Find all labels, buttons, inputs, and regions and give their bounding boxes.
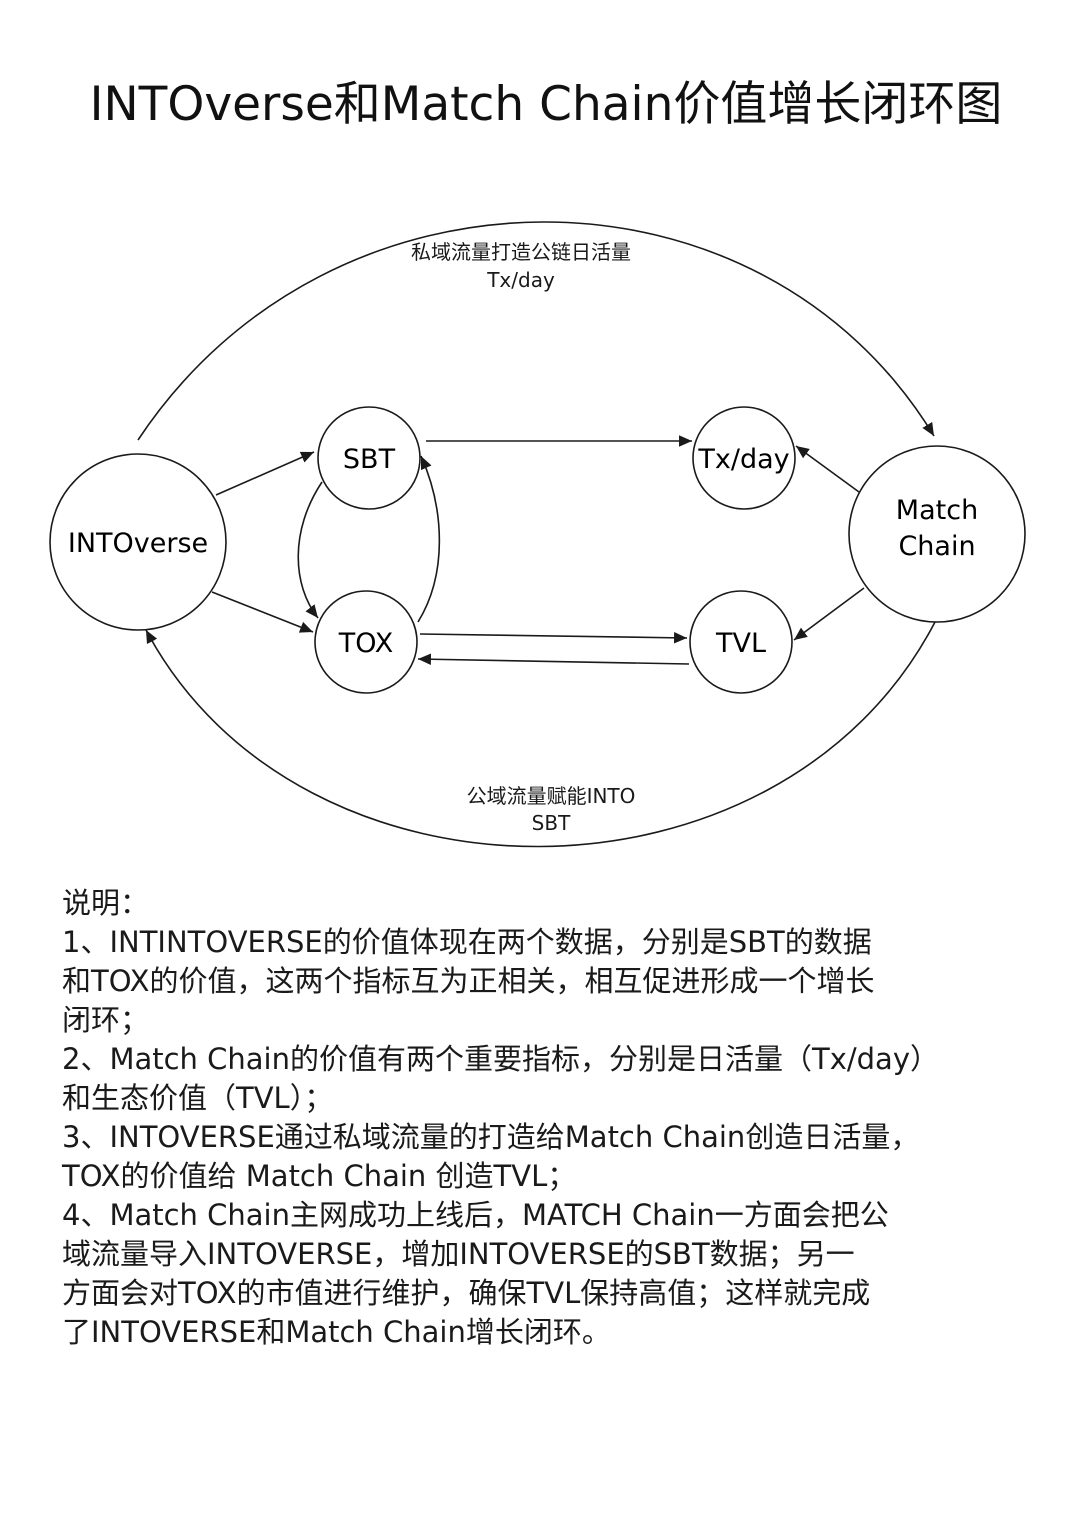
- note-1-line-1: 1、INTINTOVERSE的价值体现在两个数据，分别是SBT的数据: [62, 925, 872, 959]
- node-txday-label: Tx/day: [697, 444, 789, 475]
- node-tox: TOX: [314, 590, 418, 694]
- arrow-intoverse-to-sbt: [215, 451, 315, 496]
- diagram-title: INTOverse和Match Chain价值增长闭环图: [90, 77, 1003, 132]
- bottom-arc-label-line1: 公域流量赋能INTO: [467, 784, 636, 808]
- top-arc-label-line2: Tx/day: [486, 268, 555, 292]
- node-intoverse-label: INTOverse: [68, 528, 208, 559]
- growth-loop-diagram: INTOverse和Match Chain价值增长闭环图 私域流量打造公链日活量…: [49, 77, 1026, 848]
- bottom-arc-arrow: [145, 621, 936, 848]
- node-intoverse: INTOverse: [49, 453, 227, 631]
- bottom-arc-label-line2: SBT: [532, 811, 571, 835]
- notes-heading: 说明：: [62, 886, 150, 920]
- node-sbt-label: SBT: [343, 444, 396, 475]
- note-4-line-4: 了INTOVERSE和Match Chain增长闭环。: [62, 1315, 611, 1349]
- arrow-intoverse-to-tox: [211, 591, 314, 633]
- note-3-line-1: 3、INTOVERSE通过私域流量的打造给Match Chain创造日活量，: [62, 1120, 920, 1154]
- top-arc-label-line1: 私域流量打造公链日活量: [411, 240, 631, 264]
- node-tvl-label: TVL: [715, 628, 766, 659]
- arrow-tox-to-sbt: [417, 455, 441, 623]
- note-2-line-1: 2、Match Chain的价值有两个重要指标，分别是日活量（Tx/day）: [62, 1042, 939, 1076]
- node-txday: Tx/day: [692, 406, 796, 510]
- arrow-sbt-to-tox: [297, 481, 323, 619]
- arrow-matchchain-to-txday: [795, 445, 860, 493]
- note-4-line-3: 方面会对TOX的市值进行维护，确保TVL保持高值；这样就完成: [62, 1276, 871, 1310]
- note-1-line-3: 闭环；: [62, 1003, 150, 1037]
- top-arc-arrow: [137, 221, 935, 441]
- note-4-line-1: 4、Match Chain主网成功上线后，MATCH Chain一方面会把公: [62, 1198, 889, 1232]
- arrow-tox-to-tvl: [419, 632, 688, 644]
- arrow-tvl-to-tox: [417, 653, 690, 665]
- note-3-line-2: TOX的价值给 Match Chain 创造TVL；: [62, 1159, 577, 1193]
- node-tvl: TVL: [689, 590, 793, 694]
- arrow-matchchain-to-tvl: [793, 587, 865, 641]
- node-match-chain: Match Chain: [848, 445, 1026, 623]
- node-match-chain-label-line2: Chain: [898, 531, 975, 562]
- notes-section: 说明： 1、INTINTOVERSE的价值体现在两个数据，分别是SBT的数据 和…: [62, 884, 1022, 1352]
- note-4-line-2: 域流量导入INTOVERSE，增加INTOVERSE的SBT数据；另一: [62, 1237, 855, 1271]
- note-1-line-2: 和TOX的价值，这两个指标互为正相关，相互促进形成一个增长: [62, 964, 875, 998]
- node-sbt: SBT: [317, 406, 421, 510]
- note-2-line-2: 和生态价值（TVL）；: [62, 1081, 334, 1115]
- node-match-chain-label-line1: Match: [896, 495, 978, 526]
- node-tox-label: TOX: [338, 628, 394, 659]
